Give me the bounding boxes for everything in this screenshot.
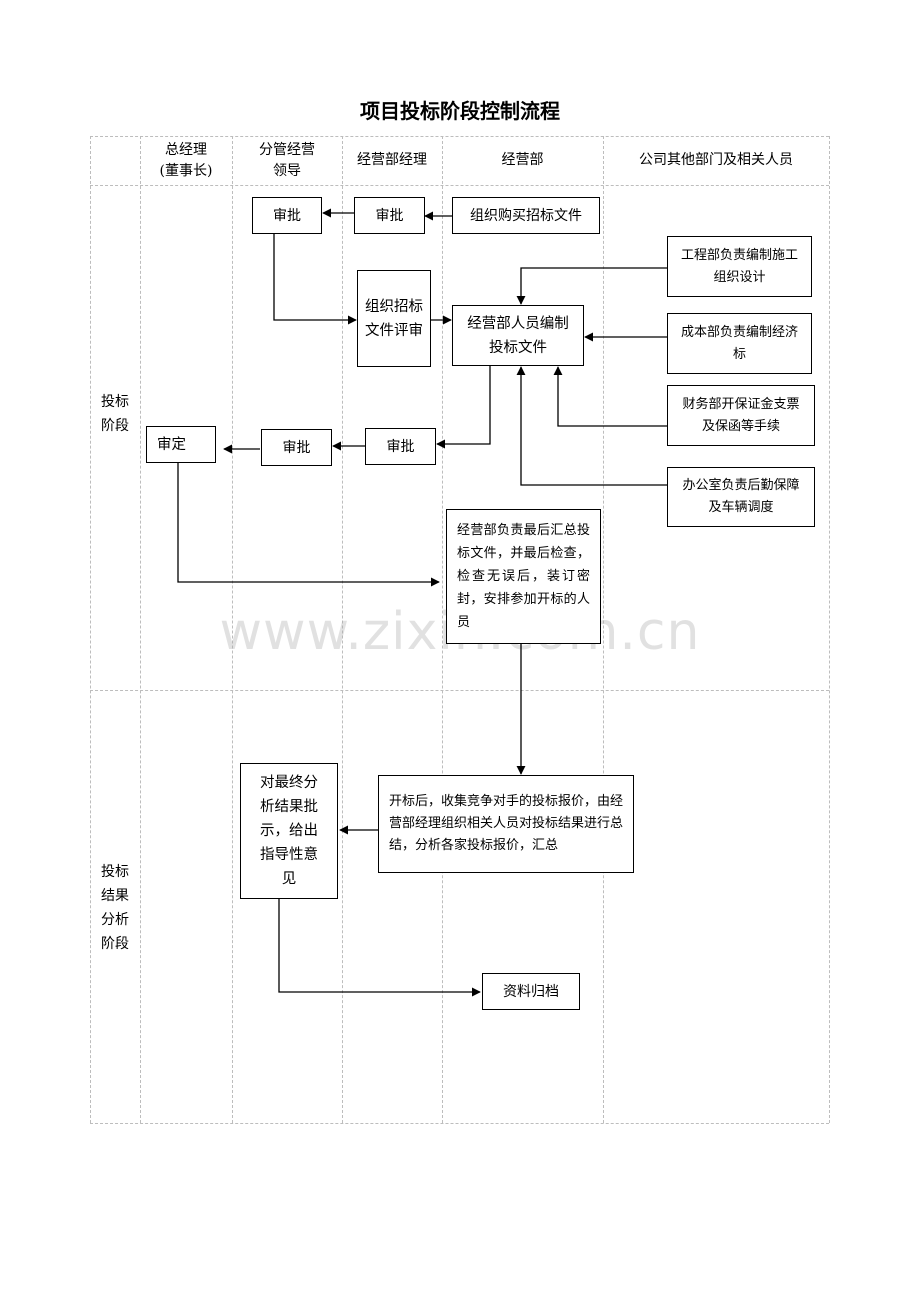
- column-header-manager: 经营部经理: [357, 152, 427, 168]
- final-review-box: 对最终分析结果批示，给出指导性意见: [240, 763, 338, 899]
- column-header-others: 公司其他部门及相关人员: [639, 152, 793, 168]
- compile-bid-box: 经营部人员编制投标文件: [452, 305, 584, 366]
- review-documents-box: 组织招标文件评审: [357, 270, 431, 367]
- grid-line: [140, 136, 141, 1123]
- approve-leader-box: 审批: [252, 197, 322, 234]
- finalize-box: 审定: [146, 426, 216, 463]
- arrow-finalize-to-summarize: [177, 462, 440, 587]
- arrow-engineering-to-compile: [516, 267, 667, 305]
- arrow-finance-to-compile: [553, 366, 667, 427]
- column-header-gm: 总经理 (董事长): [159, 141, 213, 179]
- summarize-bid-box: 经营部负责最后汇总投标文件，并最后检查，检查无误后，装订密封，安排参加开标的人员: [446, 509, 601, 644]
- archive-box: 资料归档: [482, 973, 580, 1010]
- approve-manager-box: 审批: [354, 197, 425, 234]
- arrow-approve-to-review: [273, 234, 357, 325]
- stage-label-analysis: 投标 结果 分析 阶段: [101, 864, 129, 952]
- grid-line: [232, 136, 233, 1123]
- grid-line: [90, 136, 829, 137]
- grid-line: [90, 690, 829, 691]
- finance-box: 财务部开保证金支票及保函等手续: [667, 385, 815, 446]
- approve-manager-box-2: 审批: [365, 428, 436, 465]
- grid-line: [442, 136, 443, 1123]
- grid-line: [829, 136, 830, 1123]
- approve-leader-box-2: 审批: [261, 429, 332, 466]
- after-opening-box: 开标后，收集竞争对手的投标报价，由经营部经理组织相关人员对投标结果进行总结，分析…: [378, 775, 634, 873]
- page-title: 项目投标阶段控制流程: [360, 99, 560, 123]
- arrow-office-to-compile: [516, 366, 667, 486]
- grid-line: [90, 185, 829, 186]
- engineering-box: 工程部负责编制施工组织设计: [667, 236, 812, 297]
- grid-line: [603, 136, 604, 1123]
- column-header-leader: 分管经营 领导: [259, 141, 315, 179]
- grid-line: [90, 1123, 829, 1124]
- office-box: 办公室负责后勤保障及车辆调度: [667, 467, 815, 527]
- arrow-review-to-archive: [278, 898, 481, 997]
- arrow-compile-to-approve: [436, 366, 491, 449]
- stage-label-bidding: 投标 阶段: [101, 394, 129, 434]
- buy-documents-box: 组织购买招标文件: [452, 197, 600, 234]
- column-header-dept: 经营部: [501, 152, 544, 168]
- grid-line: [90, 136, 91, 1123]
- cost-box: 成本部负责编制经济标: [667, 313, 812, 374]
- grid-line: [342, 136, 343, 1123]
